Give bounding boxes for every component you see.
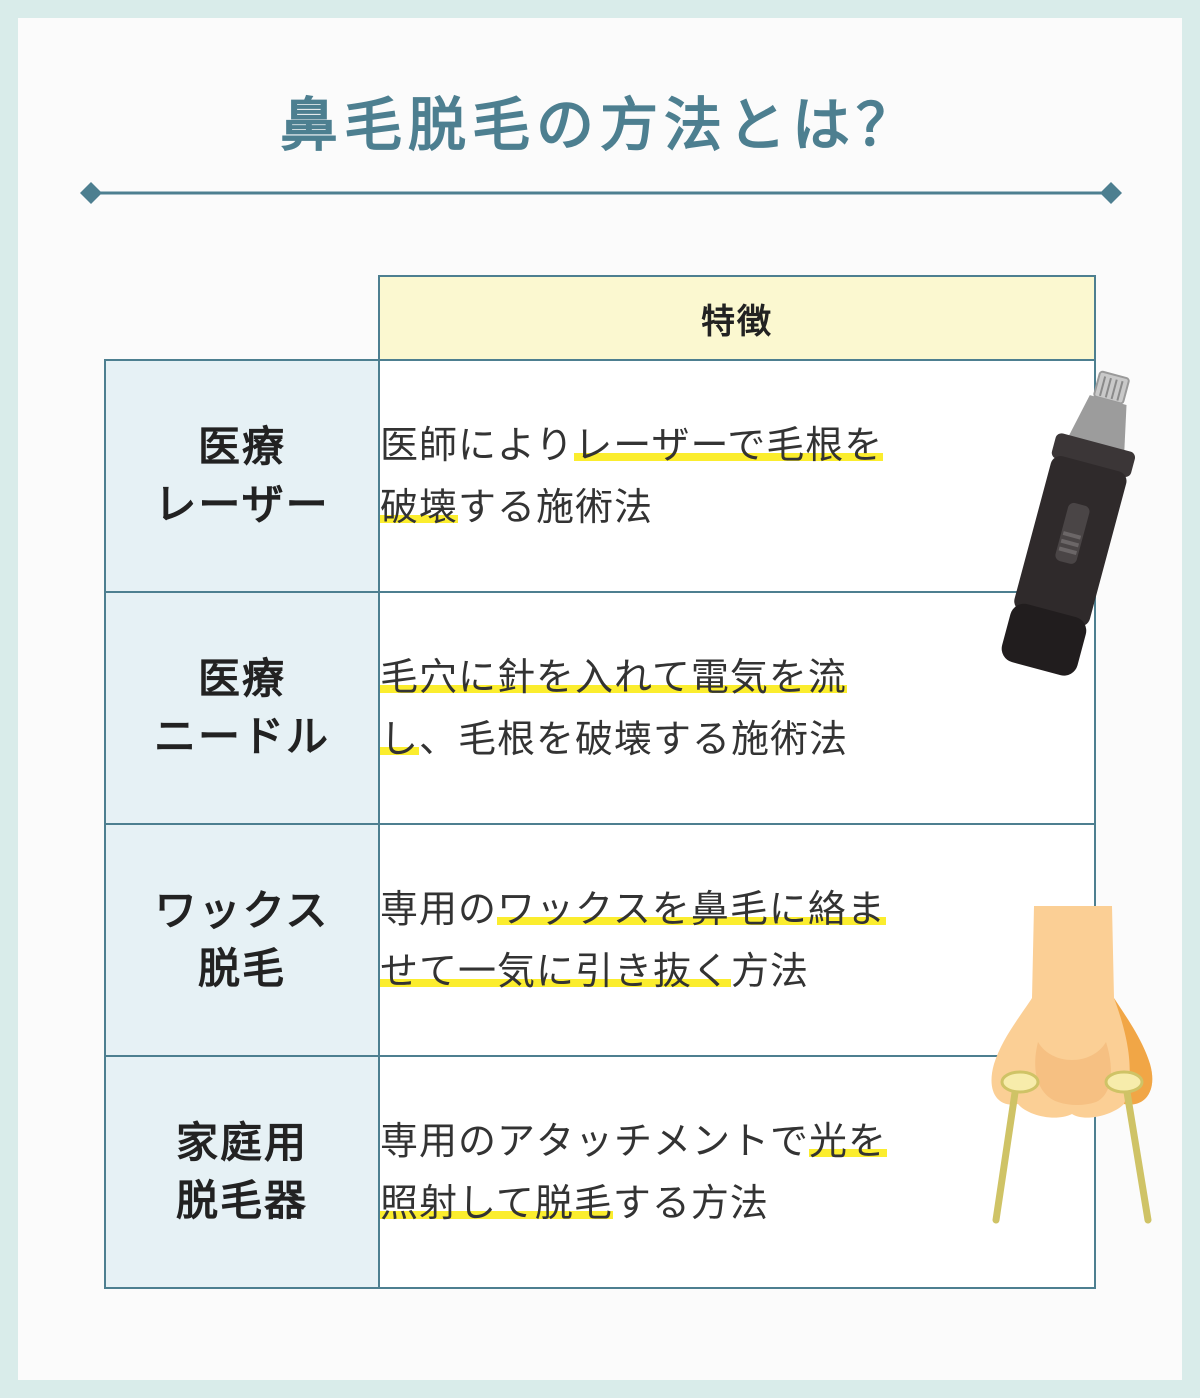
row-description: 専用のワックスを鼻毛に絡ま せて一気に引き抜く方法 [378, 823, 1096, 1057]
row-description: 専用のアタッチメントで光を 照射して脱毛する方法 [378, 1055, 1096, 1289]
description-text: 方法 [731, 949, 810, 993]
row-label-line: ニードル [153, 712, 330, 761]
row-description: 医師によりレーザーで毛根を 破壊する施術法 [378, 359, 1096, 593]
description-line: 専用のアタッチメントで光を [380, 1110, 1094, 1172]
highlighted-text: 毛穴に針を入れて電気を流 [380, 655, 847, 699]
table-header-row: 特徴 [105, 275, 1096, 361]
row-label-line: ワックス [154, 886, 330, 935]
description-line: し、毛根を破壊する施術法 [380, 708, 1094, 770]
highlighted-text: 光を [809, 1119, 888, 1163]
description-line: 医師によりレーザーで毛根を [380, 414, 1094, 476]
nose-wax-icon [991, 906, 1153, 1224]
header-cell-features: 特徴 [378, 275, 1096, 361]
description-line: 破壊する施術法 [380, 476, 1094, 538]
row-label: 医療 ニードル [104, 591, 380, 825]
row-label-line: 家庭用 [175, 1118, 308, 1167]
highlighted-text: 照射して脱毛 [380, 1181, 613, 1225]
title-divider [80, 182, 1122, 204]
highlighted-text: せて一気に引き抜く [380, 949, 732, 993]
methods-table: 特徴 医療 レーザー 医師によりレーザーで毛根を 破壊する施術法 医療 ニードル… [104, 275, 1096, 1289]
description-text: する方法 [612, 1181, 769, 1225]
description-text: 医師により [380, 423, 575, 467]
row-label-line: 医療 [197, 422, 286, 471]
table-corner [105, 276, 379, 360]
page-title: 鼻毛脱毛の方法とは？ [279, 91, 920, 159]
row-label: 家庭用 脱毛器 [104, 1055, 380, 1289]
table-row: 家庭用 脱毛器 専用のアタッチメントで光を 照射して脱毛する方法 [104, 1055, 1096, 1289]
row-label-line: 医療 [197, 654, 286, 703]
row-label: ワックス 脱毛 [104, 823, 380, 1057]
description-line: せて一気に引き抜く方法 [380, 940, 1094, 1002]
highlighted-text: し [380, 717, 420, 761]
row-label-line: レーザー [154, 480, 330, 529]
nose-trimmer-icon [1001, 370, 1136, 676]
table-row: 医療 レーザー 医師によりレーザーで毛根を 破壊する施術法 [104, 359, 1096, 593]
description-text: する施術法 [458, 485, 654, 529]
description-text: 専用のアタッチメントで [380, 1119, 810, 1163]
description-text: 、毛根を破壊する施術法 [419, 717, 849, 761]
table-row: ワックス 脱毛 専用のワックスを鼻毛に絡ま せて一気に引き抜く方法 [104, 823, 1096, 1057]
highlighted-text: 破壊 [380, 485, 459, 529]
row-label-line: 脱毛 [197, 944, 286, 993]
row-label-line: 脱毛器 [175, 1176, 308, 1225]
description-text: 専用の [380, 887, 498, 931]
description-line: 照射して脱毛する方法 [380, 1172, 1094, 1234]
description-line: 毛穴に針を入れて電気を流 [380, 646, 1094, 708]
highlighted-text: レーザーで毛根を [574, 423, 884, 467]
row-description: 毛穴に針を入れて電気を流 し、毛根を破壊する施術法 [378, 591, 1096, 825]
highlighted-text: ワックスを鼻毛に絡ま [497, 887, 886, 931]
description-line: 専用のワックスを鼻毛に絡ま [380, 878, 1094, 940]
row-label: 医療 レーザー [104, 359, 380, 593]
table-row: 医療 ニードル 毛穴に針を入れて電気を流 し、毛根を破壊する施術法 [104, 591, 1096, 825]
